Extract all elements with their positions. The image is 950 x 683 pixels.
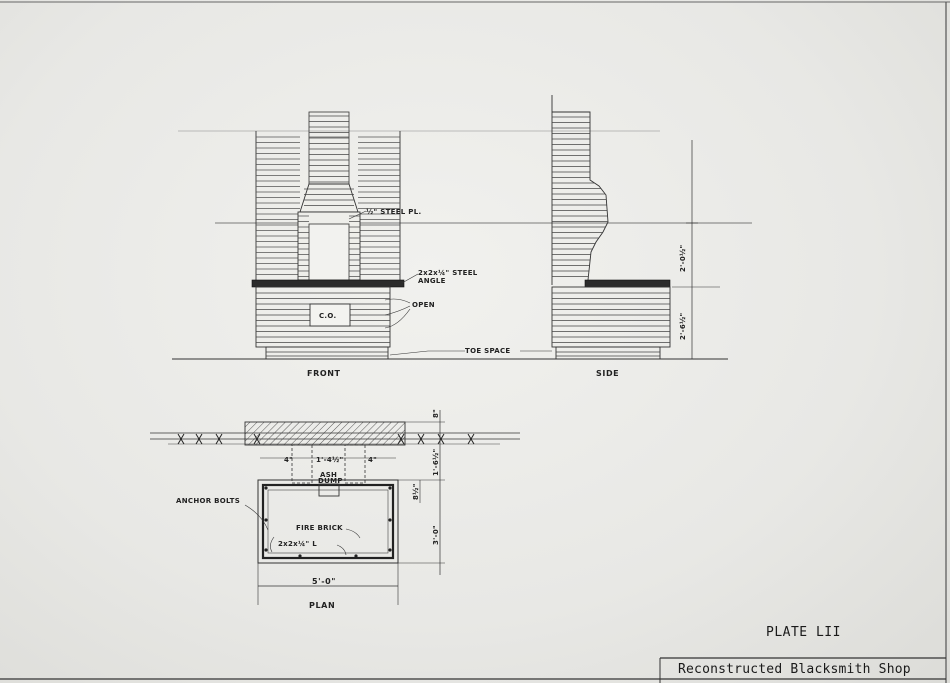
open-leader [384, 298, 411, 329]
front-plinth [265, 346, 389, 360]
side-base [551, 286, 671, 348]
front-fire-opening [308, 223, 350, 281]
front-chimney [308, 111, 350, 185]
steel-plate-note: ½" STEEL PL. [366, 208, 421, 216]
plan-right-jamb [344, 444, 366, 484]
side-view-label: SIDE [596, 369, 619, 378]
front-view-label: FRONT [307, 369, 341, 378]
plan-dim-depth: 3'-0" [432, 525, 440, 545]
ash-dump-label-1: ASH [320, 471, 337, 479]
clean-out-door [309, 303, 351, 327]
anchor-bolt [264, 518, 268, 522]
wall-post-marker [177, 433, 185, 445]
side-elevation: 2'-0½" 2'-6½" SIDE [551, 95, 720, 378]
plan-view: 4" 1'-4½" 4" ASH DUMP ANCHOR BOLTS FIRE … [150, 409, 520, 610]
side-dim-upper: 2'-0½" [679, 245, 687, 272]
plan-dim-right-upper: 1'-6½" [432, 449, 440, 476]
anchor-bolt [388, 518, 392, 522]
anchor-bolt [298, 554, 302, 558]
anchor-bolt [264, 548, 268, 552]
angle-leader [270, 536, 347, 556]
drawing-title: Reconstructed Blacksmith Shop [678, 662, 911, 677]
clean-out-label: C.O. [319, 312, 336, 320]
anchor-bolt [354, 554, 358, 558]
plan-left-jamb [291, 444, 313, 484]
plan-dim-right: 4" [368, 456, 377, 464]
plan-hearth-angle [261, 483, 395, 560]
toe-space-note: TOE SPACE [465, 347, 511, 355]
plan-hearth-inner [267, 489, 389, 554]
anchor-bolt [388, 548, 392, 552]
plan-dim-top: 8" [432, 409, 440, 418]
open-note: OPEN [412, 301, 435, 309]
steel-angle-note-line1: 2x2x¼" STEEL [418, 269, 478, 277]
ash-dump [318, 483, 340, 497]
side-steel-angle [584, 279, 671, 288]
plan-view-label: PLAN [309, 601, 335, 610]
side-profile [552, 111, 609, 281]
wall-post-marker [195, 433, 203, 445]
wall-post-marker [467, 433, 475, 445]
fire-brick-note: FIRE BRICK [296, 524, 343, 532]
wall-post-marker [417, 433, 425, 445]
wall-post-marker [215, 433, 223, 445]
wall-post-marker [437, 433, 445, 445]
steel-angle-leader [401, 273, 419, 284]
plate-number: PLATE LII [766, 625, 841, 640]
front-elevation: ½" STEEL PL. 2x2x¼" STEEL ANGLE OPEN C.O… [251, 111, 552, 378]
steel-plate-leader [348, 210, 367, 220]
plan-hearth-outer [257, 479, 399, 564]
plan-width-dim: 5'-0" [312, 577, 336, 586]
toe-space-leader [389, 350, 552, 356]
front-steel-angle [251, 279, 405, 288]
angle-note: 2x2x¼" L [278, 540, 317, 548]
anchor-bolt [388, 486, 392, 490]
side-dim-lower: 2'-6½" [679, 313, 687, 340]
ash-dump-label-2: DUMP [318, 477, 343, 485]
fire-brick-leader [345, 528, 361, 539]
side-plinth [555, 346, 661, 360]
anchor-bolt [264, 486, 268, 490]
plan-back-wall [244, 421, 406, 446]
front-hood [299, 183, 359, 213]
anchor-bolts-leader [244, 504, 269, 531]
plan-dim-center: 1'-4½" [316, 456, 343, 464]
anchor-bolts-note: ANCHOR BOLTS [176, 497, 240, 505]
plan-dim-right-small: 8½" [412, 483, 420, 500]
plan-dim-left: 4" [284, 456, 293, 464]
steel-angle-note-line2: ANGLE [418, 277, 446, 285]
